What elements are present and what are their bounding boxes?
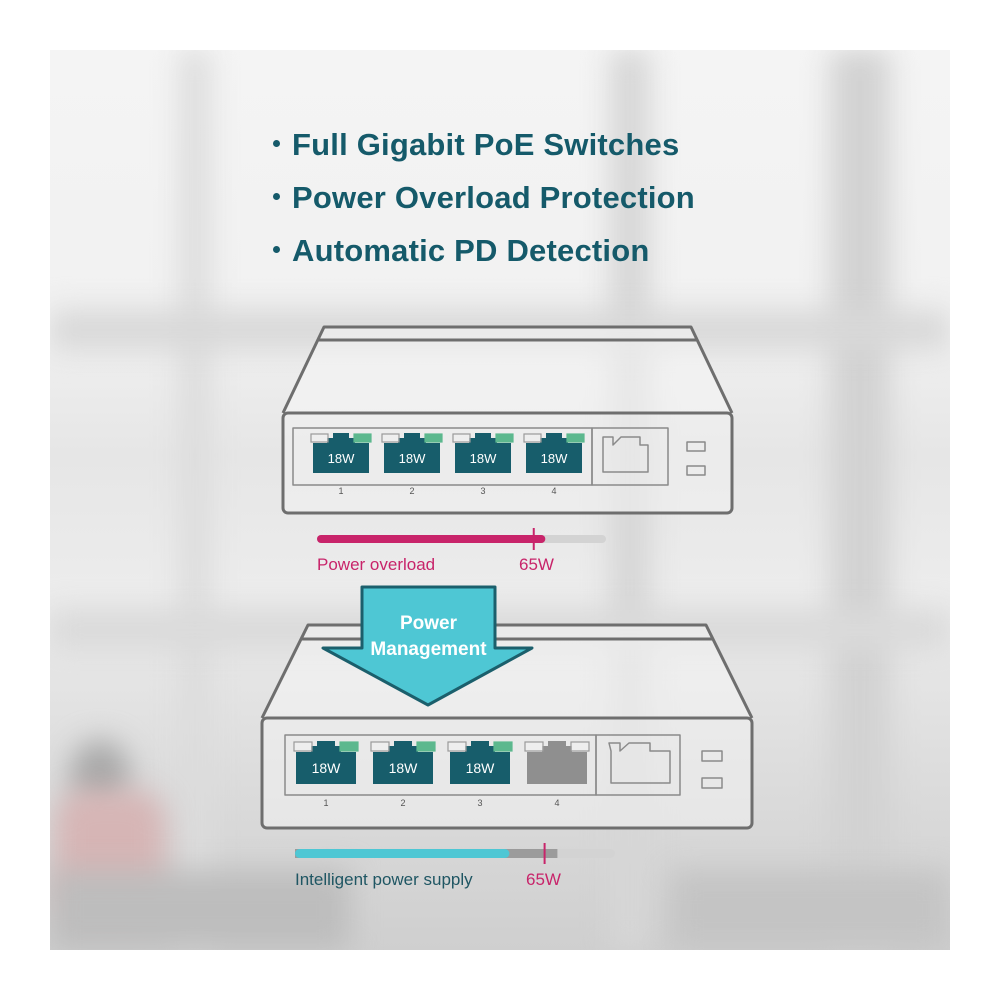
bg-furniture [50, 870, 350, 950]
intelligent-supply-label: Intelligent power supply [295, 870, 473, 889]
ethernet-port: 18W 2 [370, 741, 436, 808]
link-led [293, 741, 313, 752]
link-led [310, 433, 329, 443]
port-number: 2 [400, 798, 405, 808]
feature-text: Automatic PD Detection [292, 233, 650, 268]
rj45-port-icon [384, 433, 440, 473]
link-led [524, 741, 544, 752]
rj45-port-icon [455, 433, 511, 473]
ethernet-port: 4 [524, 741, 590, 808]
top-ports: 18W 1 18W 2 18W 3 18W 4 [310, 433, 585, 496]
status-led [701, 777, 723, 789]
status-led [686, 465, 706, 476]
feature-list: Full Gigabit PoE Switches Power Overload… [270, 118, 695, 277]
feature-item: Automatic PD Detection [270, 224, 695, 277]
bar-fill-overload [317, 535, 546, 543]
rj45-port-disabled-icon [527, 741, 587, 784]
port-number: 3 [477, 798, 482, 808]
bullet-icon [273, 193, 280, 201]
arrow-label-line1: Power [399, 613, 458, 634]
port-power-label: 18W [328, 451, 355, 466]
poe-led-on [493, 741, 513, 752]
feature-text: Full Gigabit PoE Switches [292, 127, 680, 162]
ethernet-port: 18W 3 [452, 433, 514, 496]
rj45-port-icon [450, 741, 510, 784]
rj45-port-icon [526, 433, 582, 473]
bg-window-frame [830, 50, 890, 950]
arrow-label: Power Management [362, 611, 495, 663]
uplink-panel [591, 427, 669, 486]
port-number: 1 [338, 486, 343, 496]
feature-item: Full Gigabit PoE Switches [270, 118, 695, 171]
arrow-label-line2: Management [370, 639, 487, 660]
bottom-power-bar [295, 843, 615, 864]
switch-top-face [281, 325, 734, 414]
ethernet-port: 18W 4 [523, 433, 585, 496]
rj45-port-icon [313, 433, 369, 473]
poe-led-on [424, 433, 443, 443]
bullet-icon [273, 246, 280, 254]
poe-led-on [416, 741, 436, 752]
port-power-label: 18W [470, 451, 497, 466]
poe-led-on [495, 433, 514, 443]
rj45-port-icon [296, 741, 356, 784]
port-number: 2 [409, 486, 414, 496]
port-power-label: 18W [466, 760, 496, 776]
port-number: 3 [480, 486, 485, 496]
link-led [381, 433, 400, 443]
port-power-label: 18W [541, 451, 568, 466]
port-power-label: 18W [312, 760, 342, 776]
overload-limit-label: 65W [519, 555, 554, 574]
status-led [701, 750, 723, 762]
port-power-label: 18W [389, 760, 419, 776]
link-led [370, 741, 390, 752]
bullet-icon [273, 140, 280, 148]
top-switch [281, 325, 734, 515]
bar-fill-managed [295, 849, 510, 858]
feature-item: Power Overload Protection [270, 171, 695, 224]
rj45-port-icon [373, 741, 433, 784]
ethernet-port: 18W 3 [447, 741, 513, 808]
poe-led-off [570, 741, 590, 752]
top-power-bar [317, 528, 606, 550]
status-led [686, 441, 706, 452]
ethernet-port: 18W 1 [293, 741, 359, 808]
bg-furniture [670, 870, 950, 950]
poe-led-on [566, 433, 585, 443]
port-number: 1 [323, 798, 328, 808]
port-number: 4 [554, 798, 559, 808]
link-led [452, 433, 471, 443]
link-led [523, 433, 542, 443]
bg-window-frame [180, 50, 210, 950]
uplink-port-icon [608, 742, 671, 784]
overload-label: Power overload [317, 555, 436, 574]
port-power-label: 18W [399, 451, 426, 466]
ethernet-port: 18W 2 [381, 433, 443, 496]
uplink-panel [595, 734, 681, 796]
uplink-port-icon [602, 436, 649, 473]
link-led [447, 741, 467, 752]
bottom-ports: 18W 1 18W 2 18W 3 4 [293, 741, 590, 808]
arrow-down-icon [321, 585, 534, 707]
ethernet-port: 18W 1 [310, 433, 372, 496]
poe-led-on [353, 433, 372, 443]
intelligent-limit-label: 65W [526, 870, 561, 889]
port-number: 4 [551, 486, 556, 496]
poe-led-on [339, 741, 359, 752]
feature-text: Power Overload Protection [292, 180, 695, 215]
